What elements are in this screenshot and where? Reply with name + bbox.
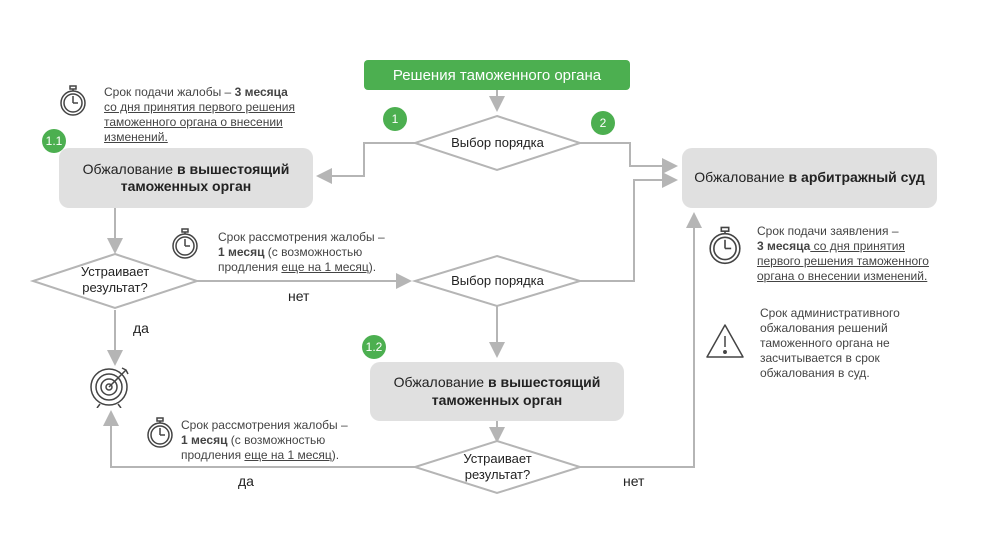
customs-decisions-label: Решения таможенного органа (392, 66, 602, 84)
appeal-arbitration-court-box: Обжалование в арбитражный суд (682, 148, 937, 208)
badge-2: 2 (591, 111, 615, 135)
target-icon (90, 367, 129, 408)
badge-1-1-label: 1.1 (45, 134, 63, 148)
stopwatch-icon (709, 226, 741, 265)
decision-choice-2: Выбор порядка (451, 273, 544, 288)
note-court-deadline: Срок подачи заявления –3 месяца со дня п… (757, 224, 929, 283)
edge-label-yes-1: да (133, 320, 149, 336)
edge-label-yes-2: да (238, 473, 254, 489)
decision-choice-1: Выбор порядка (451, 135, 544, 150)
warning-icon (706, 324, 744, 358)
edge-label-no-2: нет (623, 473, 645, 489)
stopwatch-icon (147, 417, 173, 448)
decision-shape-2 (411, 254, 584, 308)
stopwatch-icon (172, 228, 198, 259)
badge-2-label: 2 (599, 116, 607, 130)
badge-1-1: 1.1 (42, 129, 66, 153)
stopwatch-icon (60, 85, 86, 116)
badge-1-2: 1.2 (362, 335, 386, 359)
badge-1: 1 (383, 107, 407, 131)
customs-decisions-box: Решения таможенного органа (364, 60, 630, 90)
decision-shape-4 (411, 439, 584, 495)
note-warning-text: Срок административного обжалования решен… (760, 306, 900, 380)
badge-1-2-label: 1.2 (365, 340, 383, 354)
note-complaint-deadline: Срок подачи жалобы – 3 месяца со дня при… (104, 85, 295, 144)
note-review-period-2: Срок рассмотрения жалобы –1 месяц (с воз… (181, 418, 348, 462)
badge-1-label: 1 (391, 112, 399, 126)
edge-label-no-1: нет (288, 288, 310, 304)
decision-shape-1 (411, 114, 584, 172)
decision-shape-3 (29, 252, 201, 310)
note-review-period-1: Срок рассмотрения жалобы –1 месяц (с воз… (218, 230, 385, 274)
